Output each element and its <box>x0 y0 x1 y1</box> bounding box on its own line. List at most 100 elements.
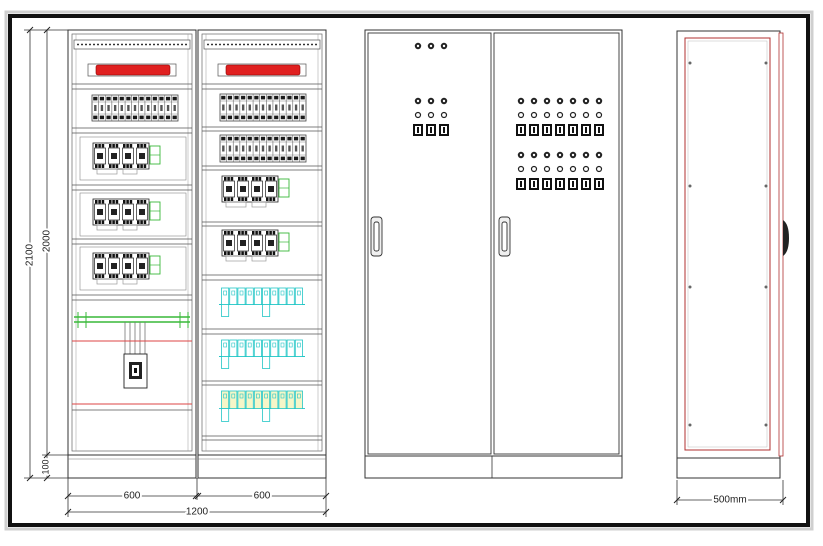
contactor-coil <box>125 209 131 215</box>
contactor-terminal-top <box>101 200 105 204</box>
terminal-block <box>229 390 238 410</box>
contactor-terminal-bottom <box>238 197 241 201</box>
selector-switch <box>516 178 526 190</box>
contactor-terminal-bottom <box>112 274 115 278</box>
terminal-body <box>229 287 238 305</box>
breaker-terminal-bottom <box>234 156 239 161</box>
contactor-terminal-bottom <box>112 164 115 168</box>
breaker-terminal-bottom <box>152 115 157 120</box>
selector-switch-knob <box>430 127 432 133</box>
contactor-terminal-top <box>115 254 119 258</box>
push-button <box>569 165 577 173</box>
contactor-terminal-top <box>137 144 140 148</box>
terminal-body <box>221 287 230 305</box>
contactor-terminal-top <box>126 254 129 258</box>
breaker-terminal-bottom <box>267 156 272 161</box>
push-button <box>543 111 551 119</box>
selector-switch-knob <box>559 181 561 187</box>
terminal-block <box>229 287 238 305</box>
plinth <box>364 455 623 479</box>
contactor-coil <box>254 186 260 192</box>
breaker-toggle <box>294 104 298 111</box>
terminal-body <box>229 339 238 357</box>
fixing-screw <box>764 423 768 427</box>
dim-tick <box>192 492 200 500</box>
contactor-group <box>92 142 161 175</box>
contactor-terminal-bottom <box>227 197 230 201</box>
contactor-terminal-bottom <box>266 251 269 255</box>
terminal-block <box>262 390 271 422</box>
breaker-terminal-top <box>172 96 177 101</box>
dim-tick <box>26 474 34 482</box>
terminal-block <box>262 287 271 317</box>
breaker-terminal-bottom <box>241 115 246 120</box>
pilot-light-lens <box>429 99 433 103</box>
terminal-block <box>294 287 303 305</box>
breaker-toggle <box>288 145 291 152</box>
pilot-light <box>530 97 538 105</box>
breaker-toggle <box>301 104 304 111</box>
push-button <box>595 165 603 173</box>
breaker-terminal-top <box>300 95 305 100</box>
terminal-clamp <box>264 393 268 399</box>
terminal-clamp <box>297 290 301 296</box>
contactor-terminal-top <box>98 200 101 204</box>
pilot-light-lens <box>519 153 523 157</box>
breaker-toggle <box>255 145 258 152</box>
terminal-block <box>245 339 254 357</box>
terminal-body <box>262 287 271 305</box>
circuit-breaker <box>299 94 305 121</box>
contactor-terminal-top <box>272 177 276 181</box>
push-button <box>530 111 538 119</box>
selector-switch-knob <box>572 127 574 133</box>
contactor-terminal-top <box>238 177 241 181</box>
door-handle-profile <box>783 220 789 256</box>
pilot-light <box>543 97 551 105</box>
contactor-terminal-bottom <box>95 164 98 168</box>
dim-tick <box>26 26 34 34</box>
contactor-terminal-top <box>101 254 105 258</box>
breaker-terminal-top <box>247 136 252 141</box>
main-circuit-breaker <box>123 353 148 389</box>
selector-switch <box>439 124 449 136</box>
contactor-terminal-bottom <box>140 274 143 278</box>
pilot-light <box>440 42 448 50</box>
circuit-breaker <box>93 96 98 120</box>
contactor-terminal-top <box>227 231 230 235</box>
pilot-light-lens <box>416 99 420 103</box>
breaker-toggle <box>228 145 232 152</box>
pilot-light <box>556 151 564 159</box>
breaker-toggle <box>222 104 225 111</box>
breaker-toggle <box>235 145 238 152</box>
breaker-toggle <box>160 105 163 111</box>
breaker-terminal-bottom <box>119 115 124 120</box>
terminal-block <box>221 287 230 317</box>
terminal-clamp <box>231 342 236 348</box>
dim-tick <box>43 26 51 34</box>
breaker-toggle <box>173 105 176 111</box>
contactor <box>122 200 134 224</box>
pilot-light <box>517 151 525 159</box>
contactor <box>122 144 134 168</box>
contactor-terminal-bottom <box>252 197 255 201</box>
contactor-terminal-top <box>129 144 133 148</box>
contactor-terminal-bottom <box>258 197 262 201</box>
contactor-terminal-top <box>101 144 105 148</box>
breaker-terminal-bottom <box>106 115 111 120</box>
breaker-toggle <box>228 104 232 111</box>
dim-tick <box>673 496 681 504</box>
terminal-body <box>229 390 238 410</box>
contactor-terminal-bottom <box>95 274 98 278</box>
terminal-body <box>237 287 246 305</box>
selector-switch <box>594 178 604 190</box>
breaker-terminal-bottom <box>139 115 144 120</box>
breaker-terminal-bottom <box>280 156 285 161</box>
contactor-terminal-bottom <box>126 220 129 224</box>
pilot-light-lens <box>545 153 549 157</box>
contactor-group <box>221 175 290 208</box>
contactor-coil <box>111 263 117 269</box>
contactor-terminal-bottom <box>224 197 227 201</box>
breaker-terminal-bottom <box>293 115 299 120</box>
fixing-screw <box>764 184 768 188</box>
breaker-terminal-bottom <box>113 115 118 120</box>
